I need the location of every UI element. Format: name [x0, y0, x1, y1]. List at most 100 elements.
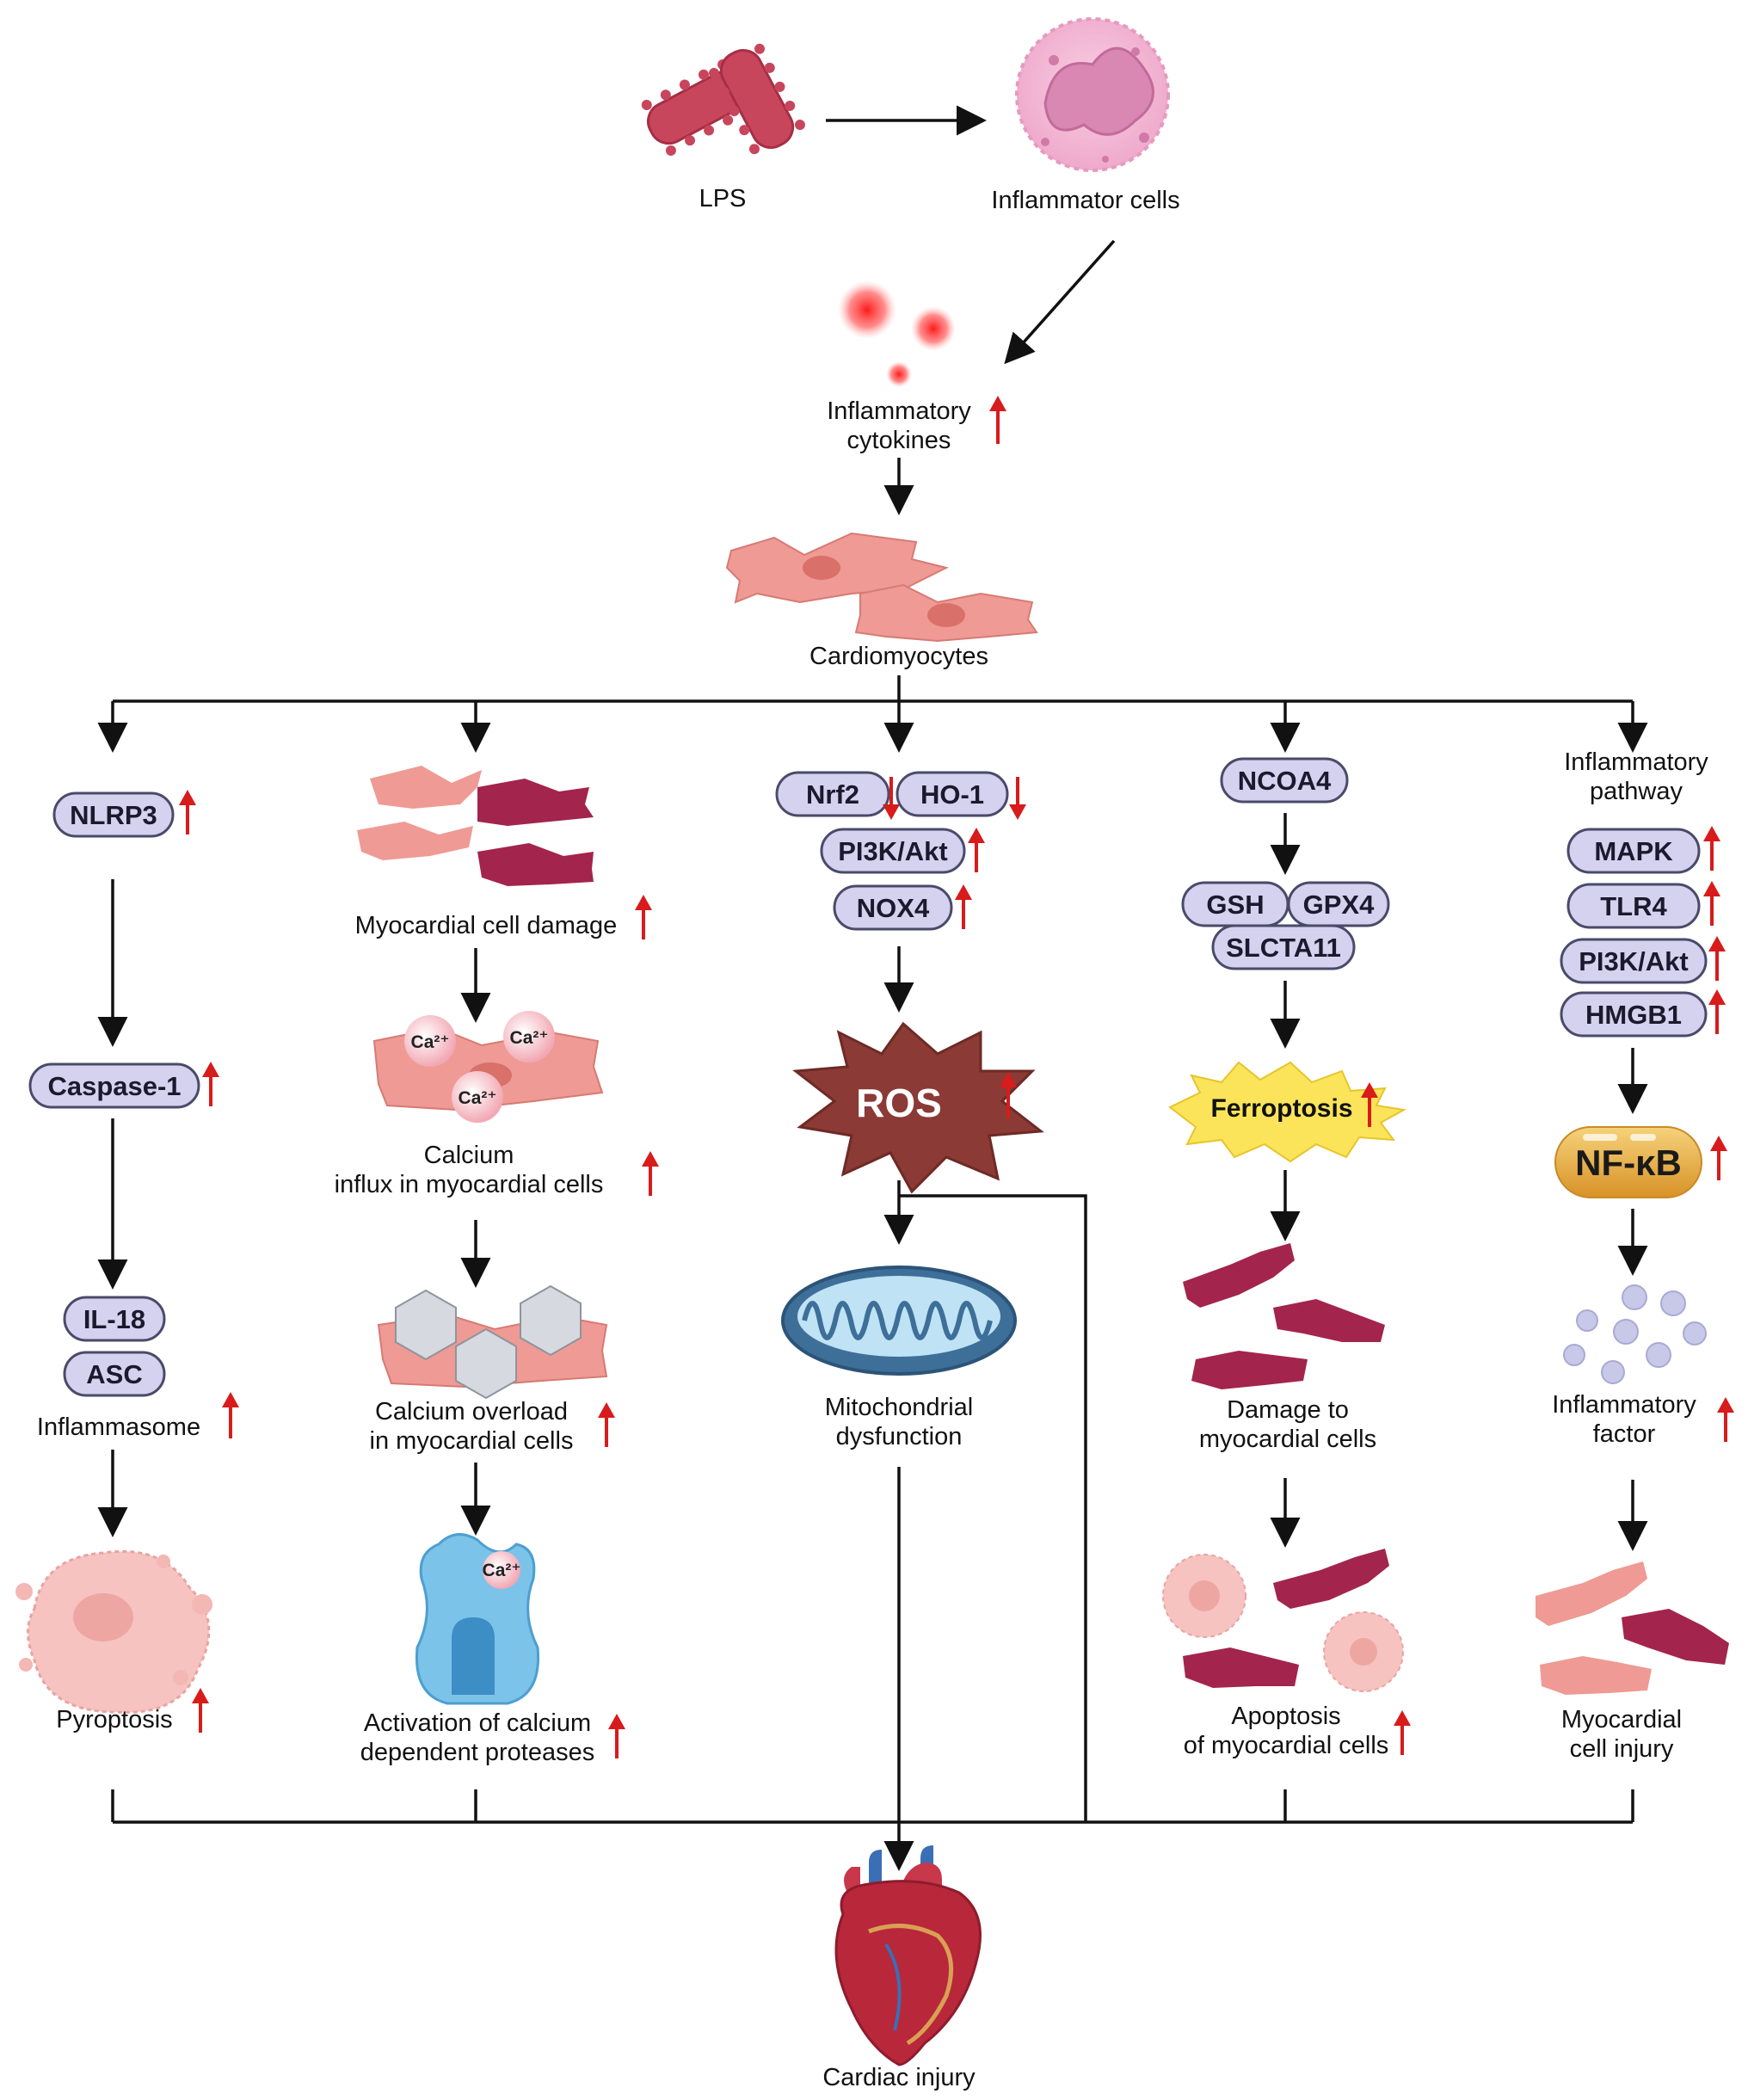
damage-label-line2: myocardial cells	[1199, 1426, 1376, 1453]
myocardial-injury-label-line2: cell injury	[1570, 1735, 1674, 1763]
lps-label: LPS	[699, 185, 747, 212]
cardiomyocytes-icon	[725, 532, 1038, 643]
connector-ros-to-bottom	[899, 1194, 1087, 1822]
calcium-overload-label-line2: in myocardial cells	[370, 1427, 574, 1455]
cardiomyocytes-label: Cardiomyocytes	[809, 643, 988, 670]
inflammasome-label: Inflammasome	[37, 1413, 200, 1441]
ferroptosis-burst-icon: Ferroptosis	[1168, 1061, 1407, 1163]
pill-nrf2: Nrf2	[775, 771, 890, 817]
pill-il-18: IL-18	[63, 1296, 166, 1342]
up-arrow-icon	[222, 1392, 239, 1438]
cytokines-label-line1: Inflammatory	[827, 397, 971, 425]
calcium-ion-label: Ca²⁺	[510, 1028, 549, 1048]
calcium-influx-icon: Ca²⁺ Ca²⁺ Ca²⁺	[372, 1011, 604, 1123]
up-arrow-icon	[1000, 1072, 1017, 1118]
ros-label: ROS	[856, 1081, 942, 1125]
pill-nox4: NOX4	[833, 884, 953, 931]
svg-text:ASC: ASC	[86, 1359, 142, 1389]
up-arrow-icon	[1361, 1082, 1378, 1127]
calcium-influx-label-line2: influx in myocardial cells	[335, 1171, 604, 1198]
up-arrow-icon	[635, 895, 652, 939]
inflammatory-pathway-label-line2: pathway	[1590, 778, 1683, 805]
mito-label-line1: Mitochondrial	[825, 1394, 973, 1421]
down-arrow-icon	[1009, 777, 1026, 820]
nfkb-badge: NF-κB	[1554, 1126, 1702, 1198]
pill-pi3k-akt: PI3K/Akt	[820, 828, 966, 874]
up-arrow-icon	[955, 884, 972, 929]
myocardial-injury-cells-icon	[1536, 1561, 1729, 1695]
inflammatory-pathway-label-line1: Inflammatory	[1564, 748, 1708, 776]
svg-text:PI3K/Akt: PI3K/Akt	[1579, 946, 1688, 976]
apoptosis-label-line2: of myocardial cells	[1184, 1732, 1389, 1759]
inflammatory-cells-label: Inflammator cells	[991, 187, 1179, 214]
pill-caspase-1: Caspase-1	[28, 1062, 200, 1109]
ferroptosis-label: Ferroptosis	[1210, 1094, 1352, 1123]
branch-connector	[97, 675, 1648, 753]
svg-text:NOX4: NOX4	[857, 893, 930, 923]
calcium-ion-label: Ca²⁺	[459, 1088, 497, 1108]
damaged-myocardial-cells-icon	[1183, 1243, 1385, 1389]
pyroptosis-cell-icon	[15, 1549, 212, 1714]
calcium-overload-icon	[377, 1284, 608, 1400]
svg-text:PI3K/Akt: PI3K/Akt	[838, 836, 947, 866]
up-arrow-icon	[192, 1688, 209, 1733]
pill-tlr4: TLR4	[1566, 883, 1701, 929]
pyroptosis-label: Pyroptosis	[56, 1706, 172, 1734]
up-arrow-icon	[642, 1151, 659, 1196]
myocardial-damage-label: Myocardial cell damage	[355, 912, 618, 939]
up-arrow-icon	[1394, 1710, 1411, 1755]
svg-text:HO-1: HO-1	[920, 779, 984, 810]
calcium-overload-label-line1: Calcium overload	[375, 1398, 568, 1426]
svg-text:NLRP3: NLRP3	[70, 800, 157, 830]
up-arrow-icon	[1710, 1136, 1727, 1180]
lps-bacteria-icon	[641, 43, 805, 156]
pill-slcta11: SLCTA11	[1211, 924, 1356, 970]
up-arrow-icon	[608, 1714, 625, 1758]
up-arrow-icon	[1703, 881, 1720, 926]
convergence-connector	[111, 1789, 1634, 1824]
myocardial-injury-label-line1: Myocardial	[1561, 1706, 1682, 1734]
cardiac-injury-label: Cardiac injury	[822, 2064, 976, 2091]
heart-icon	[834, 1845, 982, 2066]
up-arrow-icon	[598, 1402, 615, 1447]
calcium-influx-label-line1: Calcium	[424, 1142, 514, 1169]
svg-text:TLR4: TLR4	[1600, 891, 1667, 921]
neutrophil-icon	[1015, 17, 1170, 172]
inflammatory-factor-label-line1: Inflammatory	[1552, 1391, 1696, 1419]
cytokine-dots-icon	[838, 280, 956, 387]
pill-asc: ASC	[63, 1351, 166, 1397]
up-arrow-icon	[989, 396, 1006, 444]
pill-ho-1: HO-1	[896, 771, 1009, 817]
up-arrow-icon	[179, 790, 196, 834]
pill-nlrp3: NLRP3	[52, 791, 175, 838]
up-arrow-icon	[1708, 989, 1726, 1034]
svg-text:SLCTA11: SLCTA11	[1226, 933, 1341, 963]
svg-text:IL-18: IL-18	[83, 1304, 145, 1334]
inflammatory-factor-particles-icon	[1563, 1284, 1707, 1384]
pill-pi3k-akt-2: PI3K/Akt	[1560, 938, 1708, 984]
svg-text:Nrf2: Nrf2	[806, 779, 859, 810]
svg-text:MAPK: MAPK	[1594, 836, 1673, 866]
svg-text:GPX4: GPX4	[1303, 890, 1375, 920]
up-arrow-icon	[968, 828, 985, 872]
calcium-ion-label: Ca²⁺	[483, 1561, 521, 1580]
down-arrow-icon	[883, 777, 900, 820]
mitochondria-icon	[781, 1266, 1017, 1376]
proteases-label-line1: Activation of calcium	[364, 1709, 591, 1737]
up-arrow-icon	[1708, 936, 1726, 981]
cytokines-label-line2: cytokines	[847, 427, 951, 454]
myocardial-cell-damage-icon	[357, 766, 594, 886]
pill-gpx4: GPX4	[1287, 881, 1390, 927]
apoptosis-label-line1: Apoptosis	[1231, 1703, 1340, 1730]
svg-text:GSH: GSH	[1206, 890, 1264, 920]
pill-mapk: MAPK	[1566, 828, 1701, 874]
pill-hmgb1: HMGB1	[1560, 991, 1708, 1038]
pill-ncoa4: NCOA4	[1220, 757, 1349, 804]
inflammatory-factor-label-line2: factor	[1593, 1420, 1656, 1448]
apoptosis-cells-icon	[1162, 1549, 1404, 1692]
svg-text:Caspase-1: Caspase-1	[47, 1071, 181, 1101]
up-arrow-icon	[1703, 826, 1720, 871]
svg-text:NCOA4: NCOA4	[1238, 766, 1332, 796]
calcium-ion-label: Ca²⁺	[411, 1032, 450, 1052]
